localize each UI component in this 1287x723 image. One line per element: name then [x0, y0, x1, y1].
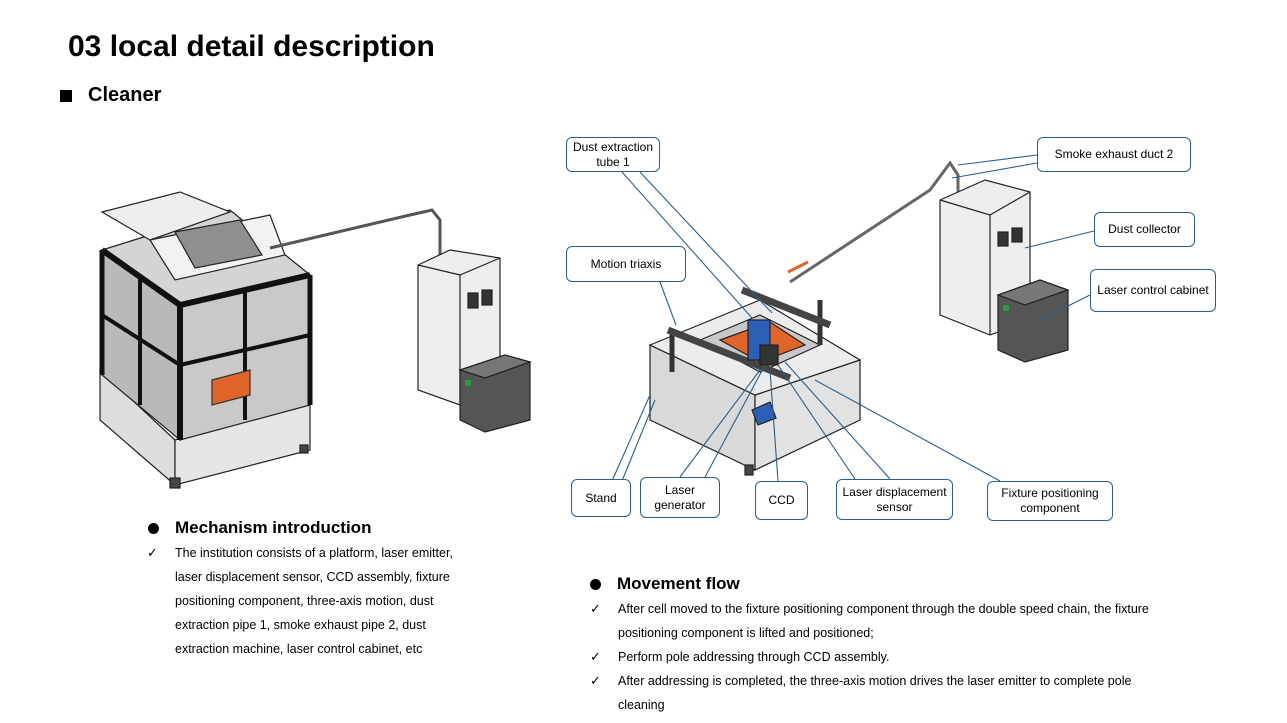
- right-dust-collector-illustration: [939, 179, 1070, 363]
- movement-heading: Movement flow: [590, 574, 740, 594]
- enclosed-machine-illustration: [99, 191, 442, 489]
- callout-laser-generator: Laser generator: [640, 477, 720, 518]
- callout-fixture-positioning: Fixture positioning component: [987, 481, 1113, 521]
- dot-bullet-icon: [590, 578, 601, 590]
- check-icon: ✓: [590, 649, 601, 664]
- movement-list: ✓ After cell moved to the fixture positi…: [590, 597, 1250, 717]
- mechanism-heading: Mechanism introduction: [148, 518, 371, 538]
- movement-item: ✓ After addressing is completed, the thr…: [590, 669, 1250, 717]
- check-icon: ✓: [147, 545, 158, 560]
- callout-ccd: CCD: [755, 481, 808, 520]
- subtitle-text: Cleaner: [88, 84, 162, 106]
- mechanism-line: laser displacement sensor, CCD assembly,…: [175, 570, 450, 584]
- check-icon: ✓: [590, 601, 601, 616]
- mechanism-line: extraction machine, laser control cabine…: [175, 642, 423, 656]
- left-dust-collector-illustration: [417, 249, 532, 433]
- callout-leader-lines: [611, 154, 1095, 482]
- section-subtitle: Cleaner: [60, 84, 161, 107]
- mechanism-item: ✓ The institution consists of a platform…: [147, 541, 477, 661]
- movement-line: positioning component is lifted and posi…: [618, 626, 874, 640]
- callout-motion-triaxis: Motion triaxis: [566, 246, 686, 282]
- dot-bullet-icon: [148, 522, 159, 534]
- callout-laser-control-cabinet: Laser control cabinet: [1090, 269, 1216, 312]
- mechanism-line: extraction pipe 1, smoke exhaust pipe 2,…: [175, 618, 426, 632]
- mechanism-line: positioning component, three-axis motion…: [175, 594, 434, 608]
- movement-item: ✓ Perform pole addressing through CCD as…: [590, 645, 1250, 669]
- movement-heading-text: Movement flow: [617, 574, 740, 593]
- movement-line: cleaning: [618, 698, 665, 712]
- callout-laser-displacement-sensor: Laser displacement sensor: [836, 479, 953, 520]
- callout-dust-collector: Dust collector: [1094, 212, 1195, 247]
- callout-smoke-exhaust-duct: Smoke exhaust duct 2: [1037, 137, 1191, 172]
- movement-line: After addressing is completed, the three…: [618, 674, 1132, 688]
- callout-stand: Stand: [571, 479, 631, 517]
- square-bullet-icon: [60, 89, 72, 102]
- callout-dust-extraction-tube: Dust extraction tube 1: [566, 137, 660, 172]
- page-title: 03 local detail description: [68, 30, 435, 63]
- movement-line: Perform pole addressing through CCD asse…: [618, 650, 890, 664]
- mechanism-line: The institution consists of a platform, …: [175, 546, 453, 560]
- movement-line: After cell moved to the fixture position…: [618, 602, 1149, 616]
- open-machine-illustration: [648, 160, 960, 476]
- mechanism-list: ✓ The institution consists of a platform…: [147, 541, 477, 661]
- mechanism-heading-text: Mechanism introduction: [175, 518, 372, 537]
- movement-item: ✓ After cell moved to the fixture positi…: [590, 597, 1250, 645]
- check-icon: ✓: [590, 673, 601, 688]
